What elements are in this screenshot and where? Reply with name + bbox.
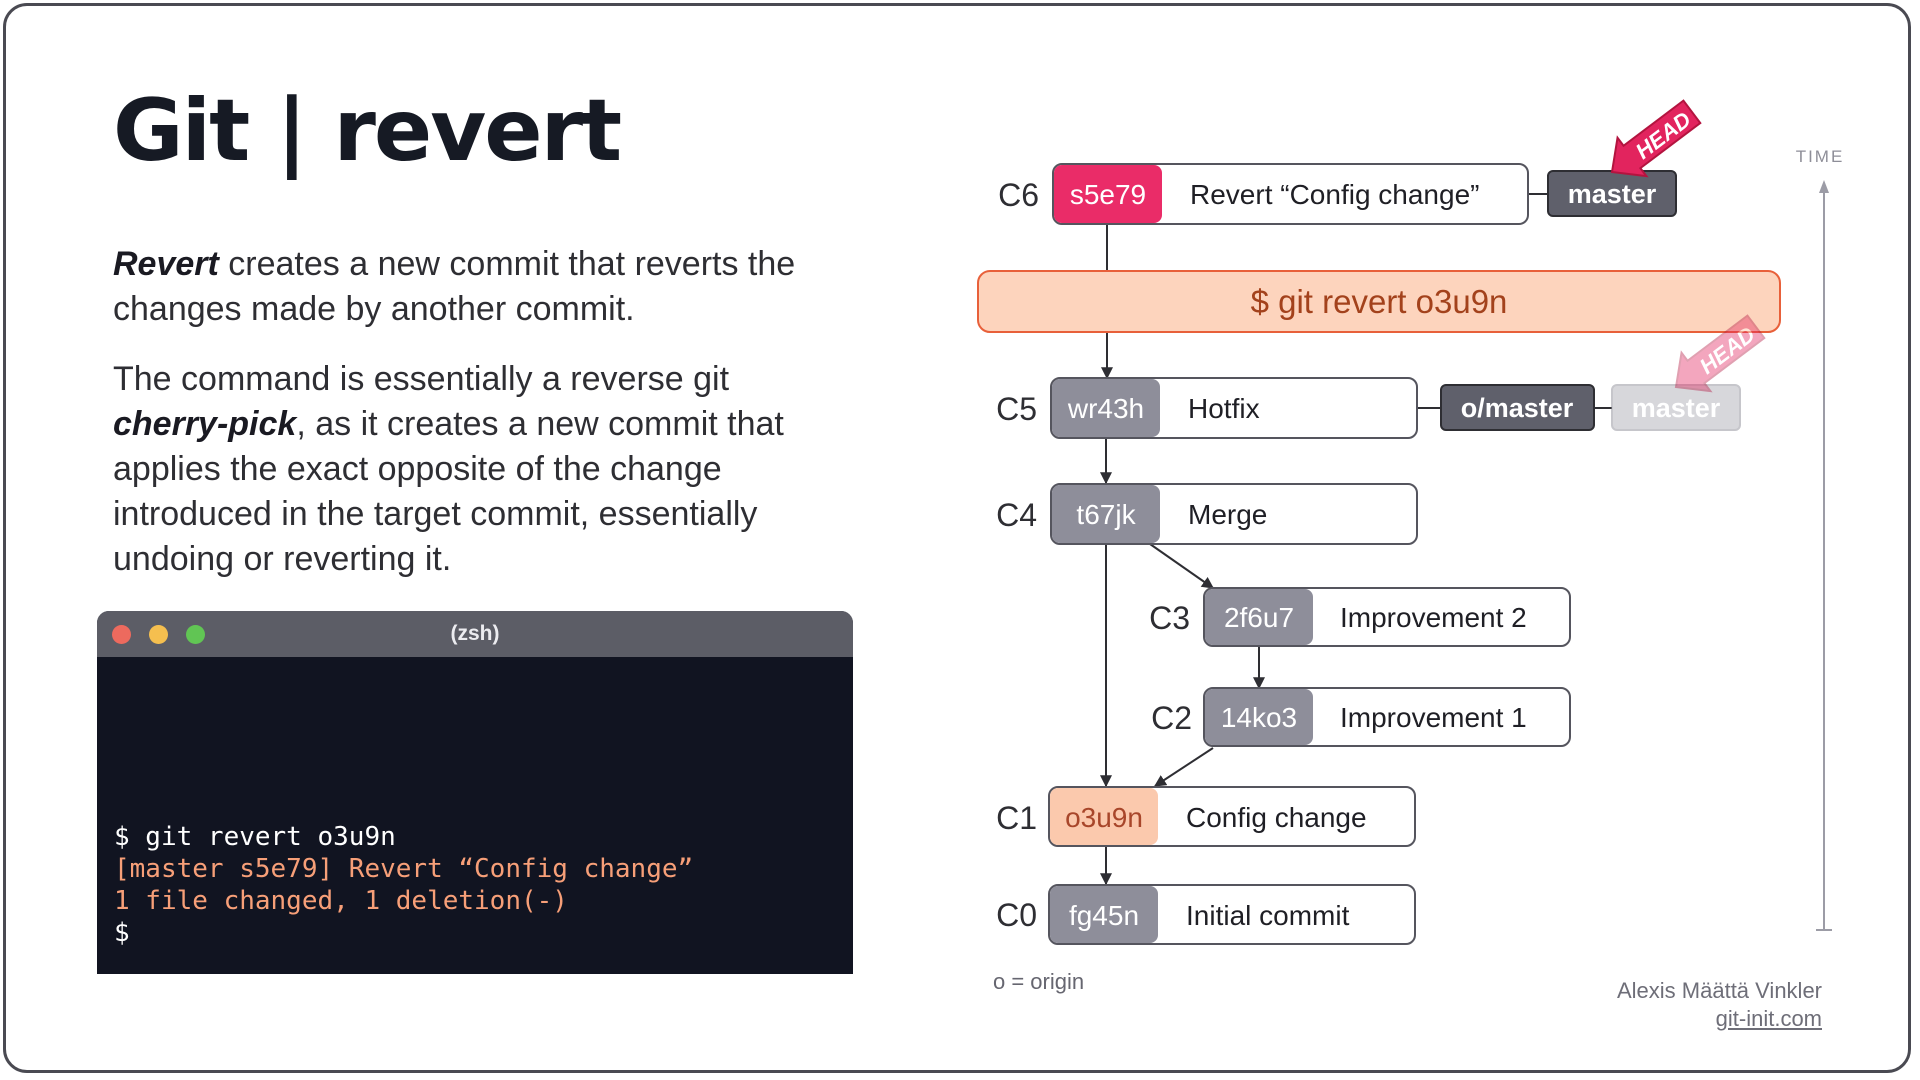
terminal-window: (zsh) $ git revert o3u9n[master s5e79] R… <box>97 611 853 974</box>
commit-c0[interactable]: C0 fg45n Initial commit <box>996 884 1416 945</box>
branch-origin-master-badge <box>1440 384 1595 431</box>
commit-c0-label: C0 <box>996 897 1037 933</box>
credit: Alexis Määttä Vinkler git-init.com <box>1617 977 1822 1033</box>
commit-c1[interactable]: C1 o3u9n Config change <box>996 786 1416 847</box>
cherry-pick-emphasis: cherry-pick <box>113 405 297 443</box>
commit-c2-hash: 14ko3 <box>1221 702 1297 733</box>
commit-c0-hash: fg45n <box>1069 900 1139 931</box>
commit-c6-hash: s5e79 <box>1070 179 1146 210</box>
commit-c4-label: C4 <box>996 497 1037 533</box>
commit-c0-hash-badge <box>1050 886 1158 943</box>
commit-c6[interactable]: C6 s5e79 Revert “Config change” <box>998 163 1529 225</box>
branch-previous-master-label: master <box>1632 393 1721 423</box>
credit-author: Alexis Määttä Vinkler <box>1616 978 1822 1003</box>
commit-c3[interactable]: C3 2f6u7 Improvement 2 <box>1149 587 1571 647</box>
command-banner-text: $ git revert o3u9n <box>1251 283 1508 320</box>
command-banner-box <box>977 270 1781 333</box>
edge-c2-c1 <box>1153 747 1214 787</box>
branch-previous-master-badge <box>1611 384 1741 431</box>
commit-c2-hash-badge <box>1205 689 1313 745</box>
time-axis-arrowhead-icon <box>1819 180 1829 193</box>
time-axis-label: TIME <box>1796 147 1845 166</box>
zoom-dot-icon[interactable] <box>186 625 205 644</box>
commit-c2-message: Improvement 1 <box>1340 702 1527 733</box>
terminal-line-result: [master s5e79] Revert “Config change” <box>114 854 694 884</box>
commit-c1-label: C1 <box>996 800 1037 836</box>
intro-text-2a: The command is essentially a reverse git <box>113 360 730 398</box>
commit-c6-box <box>1052 163 1529 225</box>
head-arrow-icon <box>1610 99 1702 178</box>
commit-c3-hash-badge <box>1205 589 1313 645</box>
minimize-dot-icon[interactable] <box>149 625 168 644</box>
branch-origin-master[interactable]: o/master <box>1440 384 1595 431</box>
commit-c5-label: C5 <box>996 391 1037 427</box>
intro-text-2b: , as it creates a new commit that applie… <box>113 405 784 578</box>
intro-paragraph-2: The command is essentially a reverse git… <box>113 357 833 582</box>
page-title: Git | revert <box>113 81 622 181</box>
terminal-titlebar: (zsh) <box>97 611 853 657</box>
commit-c6-label: C6 <box>998 177 1039 213</box>
terminal-line-command: $ git revert o3u9n <box>114 822 396 852</box>
branch-previous-master[interactable]: master <box>1611 384 1741 431</box>
branch-master-label: master <box>1568 179 1657 209</box>
revert-emphasis: Revert <box>113 245 219 283</box>
commit-c4[interactable]: C4 t67jk Merge <box>996 483 1418 545</box>
branch-origin-master-label: o/master <box>1461 393 1574 423</box>
commit-c1-hash: o3u9n <box>1065 802 1143 833</box>
commit-c1-hash-badge <box>1050 788 1158 845</box>
origin-footnote: o = origin <box>993 969 1085 994</box>
commit-c4-hash-badge <box>1052 485 1160 543</box>
commit-c4-hash: t67jk <box>1076 499 1136 530</box>
terminal-line-summary: 1 file changed, 1 deletion(-) <box>114 886 568 916</box>
branch-master[interactable]: master <box>1547 170 1677 217</box>
slide-frame <box>3 3 1911 1073</box>
commit-c5-message: Hotfix <box>1188 393 1260 424</box>
terminal-output[interactable]: $ git revert o3u9n[master s5e79] Revert … <box>114 821 693 949</box>
intro-paragraph-1: Revert creates a new commit that reverts… <box>113 242 833 332</box>
commit-c5-hash: wr43h <box>1067 393 1144 424</box>
commit-c3-label: C3 <box>1149 600 1190 636</box>
commit-c6-hash-badge <box>1054 165 1162 223</box>
terminal-title: (zsh) <box>450 622 500 645</box>
commit-c3-message: Improvement 2 <box>1340 602 1527 633</box>
close-dot-icon[interactable] <box>112 625 131 644</box>
commit-c4-message: Merge <box>1188 499 1267 530</box>
intro-text-1: creates a new commit that reverts the ch… <box>113 245 796 328</box>
commit-c5-hash-badge <box>1052 379 1160 437</box>
commit-c1-message: Config change <box>1186 802 1367 833</box>
credit-site-link[interactable]: git-init.com <box>1715 1006 1822 1031</box>
commit-c3-hash: 2f6u7 <box>1224 602 1294 633</box>
commit-c2-label: C2 <box>1151 700 1192 736</box>
commit-c0-message: Initial commit <box>1186 900 1350 931</box>
commit-c6-message: Revert “Config change” <box>1190 179 1479 210</box>
commit-edges <box>1100 193 1612 886</box>
commit-c2[interactable]: C2 14ko3 Improvement 1 <box>1151 687 1571 747</box>
edge-c4-c3 <box>1149 543 1214 589</box>
previous-head-arrow-icon <box>1674 314 1766 393</box>
terminal-prompt: $ <box>114 918 130 948</box>
commit-c5[interactable]: C5 wr43h Hotfix <box>996 377 1418 439</box>
revert-command-banner: $ git revert o3u9n <box>977 270 1781 333</box>
